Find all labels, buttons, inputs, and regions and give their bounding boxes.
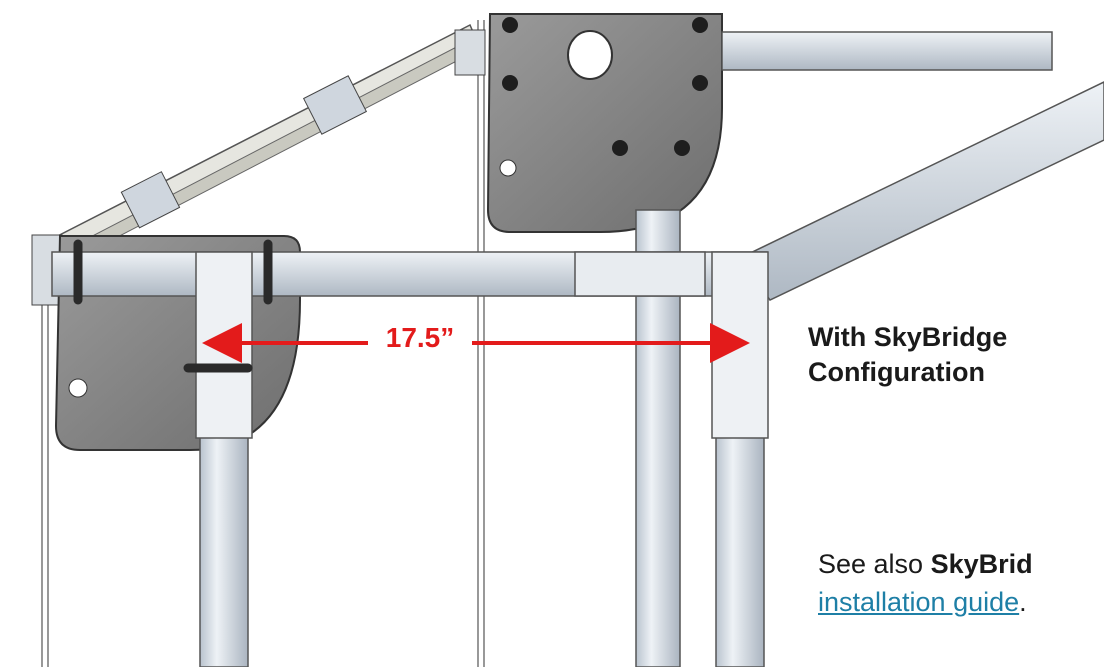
rail-bracket: [454, 29, 486, 76]
dimension-label: 17.5”: [385, 322, 455, 353]
rubber-handles: [73, 239, 273, 373]
track-rail: [31, 23, 486, 306]
see-also-product: SkyBrid: [930, 549, 1033, 579]
rail-clamp: [302, 75, 368, 135]
installation-guide-link[interactable]: installation guide: [818, 587, 1020, 618]
caption-line-1: With SkyBridge: [808, 322, 1008, 352]
caption-line-2: Configuration: [808, 357, 985, 388]
see-also-note: See also SkyBrid installation guide.: [818, 545, 1033, 622]
skybridge-diagonal-pipe: [738, 81, 1104, 301]
see-also-prefix: See also: [818, 549, 931, 579]
see-also-suffix: .: [1019, 587, 1027, 618]
pipe-coupler: [574, 251, 706, 297]
back-top-pipe: [721, 31, 1053, 71]
rail-clamp: [120, 171, 181, 229]
bolt-heads: [502, 17, 708, 156]
plate-hole: [567, 30, 613, 80]
configuration-caption: With SkyBridge Configuration: [808, 320, 1007, 390]
